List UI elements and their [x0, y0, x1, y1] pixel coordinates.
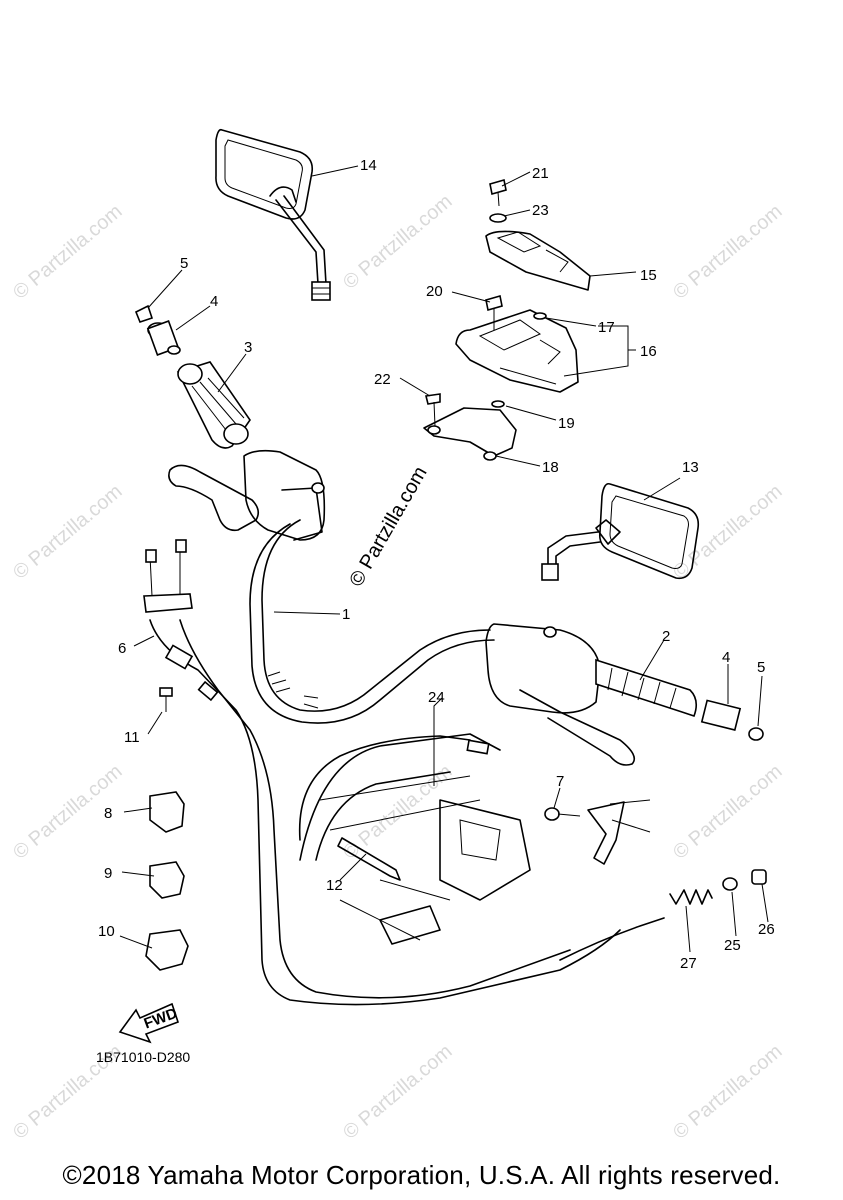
- watermark: © Partzilla.com: [339, 760, 456, 863]
- callout-16: 16: [640, 343, 657, 360]
- screw-11: [159, 687, 173, 712]
- callout-19: 19: [558, 415, 575, 432]
- bolt-21: [489, 178, 507, 207]
- copyright-notice: ©2018 Yamaha Motor Corporation, U.S.A. A…: [62, 1160, 781, 1190]
- mirror-left: [215, 128, 331, 301]
- watermark: © Partzilla.com: [669, 760, 786, 863]
- watermark: © Partzilla.com: [669, 200, 786, 303]
- clamp-10: [145, 929, 189, 971]
- clamp-9: [149, 861, 185, 899]
- callout-4: 4: [722, 649, 730, 666]
- grip-left: [176, 361, 251, 449]
- grip-right: [595, 658, 698, 718]
- upper-holder: [455, 309, 579, 393]
- diagram-code: 1B71010-D280: [96, 1049, 191, 1065]
- callout-labels: 1 2 3 4 4 5 5 6 7 8 9 10 11 12 13 14 15 …: [98, 157, 775, 972]
- bolt-22: [425, 393, 441, 427]
- cable-bracket: [587, 799, 651, 865]
- callout-6: 6: [118, 640, 126, 657]
- clutch-cable: [299, 733, 501, 861]
- callout-23: 23: [532, 202, 549, 219]
- callout-7: 7: [556, 773, 564, 790]
- spring-27: [669, 889, 713, 905]
- cable-guide-12: [337, 837, 401, 881]
- washer-19: [491, 400, 505, 408]
- right-switch-housing: [485, 623, 636, 766]
- adjuster-26: [751, 869, 767, 885]
- fwd-arrow: FWD: [118, 1002, 180, 1044]
- nut-25: [722, 877, 738, 891]
- callout-24: 24: [428, 689, 445, 706]
- frame-area: [298, 735, 531, 945]
- callout-4: 4: [210, 293, 218, 310]
- watermark: © Partzilla.com: [339, 1040, 456, 1143]
- callout-21: 21: [532, 165, 549, 182]
- grip-end-left: [134, 304, 181, 356]
- watermark: © Partzilla.com: [9, 480, 126, 583]
- lower-holder: [423, 407, 517, 461]
- callout-9: 9: [104, 865, 112, 882]
- callout-2: 2: [662, 628, 670, 645]
- watermark: © Partzilla.com: [669, 480, 786, 583]
- callout-3: 3: [244, 339, 252, 356]
- cable-end: [559, 917, 665, 961]
- callout-11: 11: [124, 729, 140, 746]
- callout-13: 13: [682, 459, 699, 476]
- callout-26: 26: [758, 921, 775, 938]
- callout-15: 15: [640, 267, 657, 284]
- callout-17: 17: [598, 319, 615, 336]
- callout-8: 8: [104, 805, 112, 822]
- bolt-20: [485, 294, 503, 330]
- grip-end-right: [700, 699, 764, 741]
- callout-25: 25: [724, 937, 741, 954]
- throttle-cables: [143, 539, 621, 1006]
- callout-1: 1: [342, 606, 350, 623]
- mirror-right: [541, 482, 700, 581]
- bolt-7: [544, 807, 581, 821]
- handlebar: [249, 519, 495, 724]
- callout-22: 22: [374, 371, 391, 388]
- washer-23: [489, 213, 507, 223]
- callout-5: 5: [757, 659, 765, 676]
- watermark: © Partzilla.com: [9, 200, 126, 303]
- watermark: © Partzilla.com: [339, 190, 456, 293]
- callout-18: 18: [542, 459, 559, 476]
- watermark-center: © Partzilla.com: [345, 463, 431, 591]
- callout-5: 5: [180, 255, 188, 272]
- leader-lines: [119, 165, 769, 953]
- callout-20: 20: [426, 283, 443, 300]
- callout-14: 14: [360, 157, 377, 174]
- watermark: © Partzilla.com: [669, 1040, 786, 1143]
- callout-10: 10: [98, 923, 115, 940]
- callout-27: 27: [680, 955, 697, 972]
- clutch-lever-holder: [168, 449, 326, 541]
- washer-17: [533, 312, 547, 320]
- upper-holder-cover: [485, 230, 591, 291]
- clamp-8: [149, 791, 185, 833]
- callout-12: 12: [326, 877, 343, 894]
